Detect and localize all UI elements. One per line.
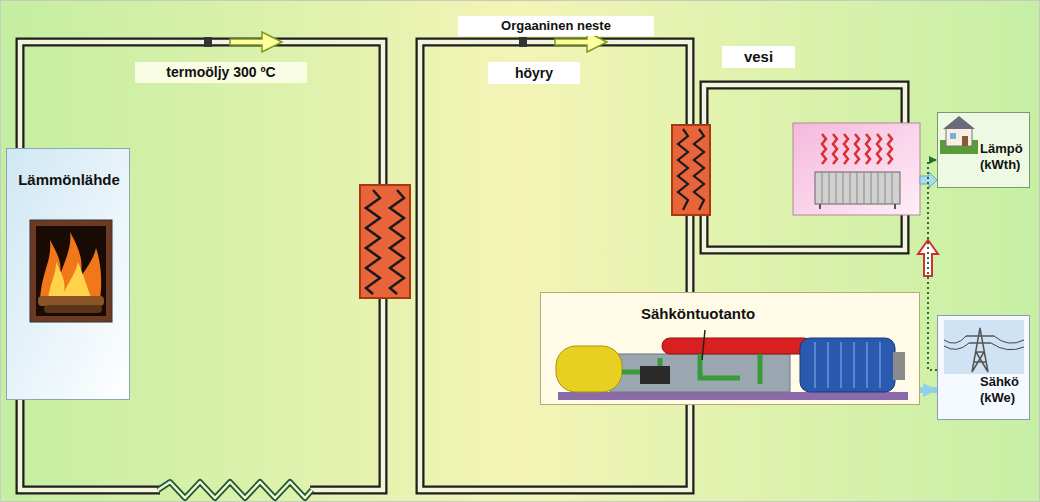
pipe: [20, 398, 160, 490]
radiator-fins: [822, 172, 892, 204]
pipe: [20, 398, 160, 490]
house-door: [962, 136, 968, 146]
flame: [40, 232, 101, 300]
electricity-panel: [937, 315, 1030, 420]
radiator-panel: [793, 123, 920, 215]
pylon-picture: [944, 320, 1024, 374]
heat-source-box: Lämmönlähde: [6, 148, 130, 400]
sky: [944, 320, 1024, 374]
electricity-output-box: Sähkö (kWe): [937, 315, 1030, 420]
generator: [800, 338, 895, 392]
power-wires: [944, 336, 1024, 350]
generator-fins: [815, 342, 880, 388]
condenser-pipe: [662, 338, 812, 354]
flame: [48, 262, 92, 300]
log: [44, 305, 102, 313]
house-roof: [943, 116, 975, 129]
house-wall: [946, 128, 972, 146]
pipe: [20, 42, 383, 490]
flow-arrow: [230, 32, 282, 52]
exchanger-coil: [694, 129, 704, 210]
heat-source-panel: [6, 148, 130, 400]
heat-waves: [822, 134, 892, 164]
power-generation-box: Sähköntuotanto: [540, 292, 920, 405]
generator-cap: [893, 352, 905, 380]
radiator-box: [793, 123, 920, 215]
fluid-label: vesi: [722, 46, 795, 68]
evaporator-tank: [556, 346, 622, 392]
radiator-feet: [820, 204, 895, 209]
heater-coil: [158, 482, 312, 498]
exchanger-body: [360, 185, 410, 298]
exchanger-coil: [678, 129, 688, 210]
generation-panel: [540, 292, 920, 405]
fluid-pipes: [622, 354, 760, 384]
fireplace-inside: [36, 226, 106, 316]
radiator: [815, 172, 900, 204]
heat-arrow: [920, 172, 937, 188]
log: [38, 296, 104, 306]
exchanger-body: [672, 125, 710, 215]
node-label: Sähkö (kWe): [980, 374, 1029, 407]
machine-base: [558, 392, 908, 400]
house-window: [950, 133, 956, 139]
heat-output-panel: [937, 112, 1030, 188]
heat-exchanger: [672, 125, 710, 215]
pipe: [20, 42, 383, 490]
fire-picture: [30, 220, 112, 322]
house-picture: [940, 116, 978, 154]
thermal-oil-loop: [20, 37, 383, 498]
node-label: Lämmönlähde: [18, 171, 120, 190]
organic-fluid-loop: [420, 37, 690, 490]
heater-coil: [158, 482, 312, 498]
pylon: [966, 328, 994, 372]
backup-heat-link: [928, 160, 937, 370]
pipe: [420, 42, 690, 490]
pipe-marker: [204, 37, 212, 47]
fluid-label: höyry: [488, 62, 580, 84]
heat-exchanger: [360, 185, 410, 298]
electricity-arrow: [920, 387, 937, 393]
leader-line: [702, 330, 705, 360]
fireplace-frame: [30, 220, 112, 322]
exchanger-coil: [366, 190, 380, 294]
exchanger-coil: [390, 190, 404, 294]
node-label: Lämpö (kWth): [980, 141, 1029, 174]
fluid-label: Orgaaninen neste: [458, 16, 654, 36]
node-label: Sähköntuotanto: [641, 305, 755, 324]
pipe-marker: [519, 37, 527, 47]
pipe: [420, 42, 690, 490]
fluid-label: termoöljy 300 ºC: [135, 62, 307, 83]
heat-output-box: Lämpö (kWth): [937, 112, 1030, 188]
turbine-frame: [610, 354, 790, 392]
pump: [640, 366, 670, 384]
generator-picture: [556, 330, 908, 400]
